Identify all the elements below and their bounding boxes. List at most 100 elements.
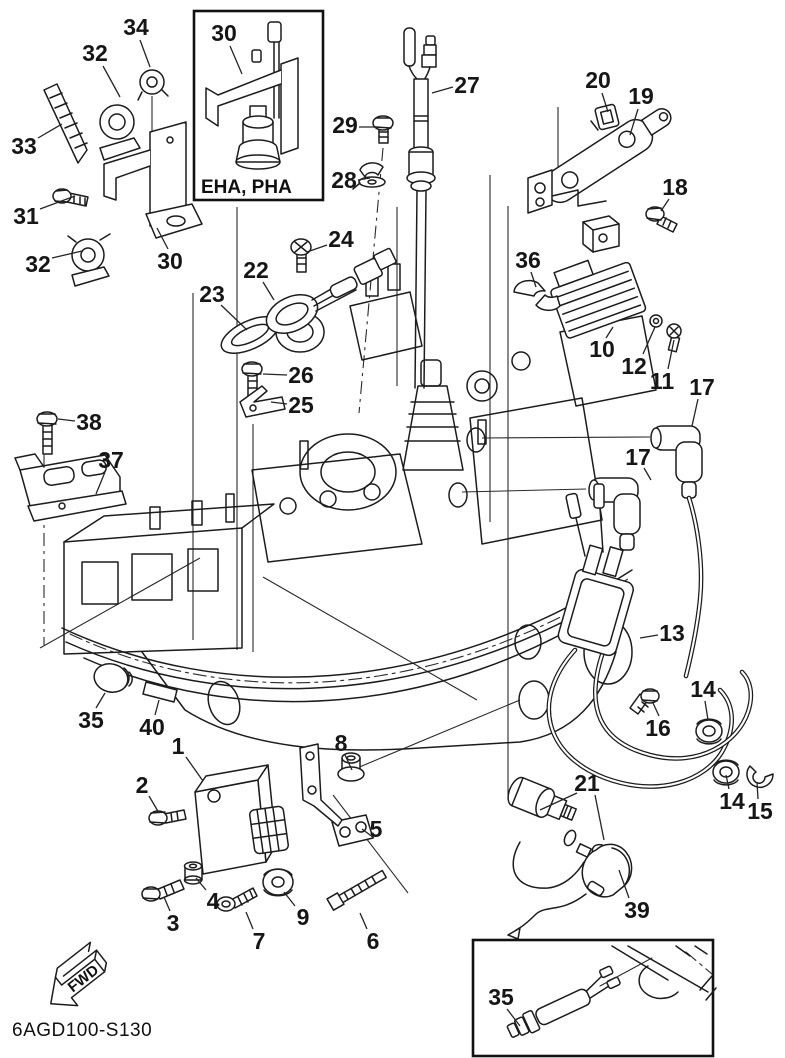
part-callout-13: 13 — [659, 620, 685, 646]
leader-line-28 — [357, 177, 371, 181]
leader-line-35 — [506, 1008, 521, 1027]
part-callout-25: 25 — [288, 392, 314, 418]
part-10-rectifier — [550, 259, 647, 339]
part-32-clamp-lower — [67, 233, 111, 287]
part-relay-cube — [582, 215, 620, 253]
leader-line-8 — [344, 754, 353, 771]
part-callout-2: 2 — [136, 772, 149, 798]
part-callout-4: 4 — [207, 888, 220, 914]
part-callout-11: 11 — [650, 368, 675, 394]
part-35-cap — [93, 663, 133, 693]
part-7-screw — [216, 887, 258, 912]
fwd-arrow: FWD — [50, 941, 108, 1007]
leader-line-17 — [643, 467, 652, 481]
leader-line-35 — [95, 692, 106, 709]
part-11-screw — [666, 323, 682, 353]
leader-line-17 — [691, 398, 699, 427]
part-callout-28: 28 — [331, 167, 357, 193]
part-callout-7: 7 — [253, 928, 266, 954]
leader-line-36 — [530, 271, 537, 288]
leader-line-20 — [601, 92, 609, 113]
part-18-bolt — [645, 206, 678, 233]
leader-line-26 — [262, 373, 288, 376]
part-callout-3: 3 — [167, 910, 180, 936]
leader-line-24 — [306, 244, 328, 253]
leader-line-15 — [756, 781, 759, 800]
part-13-ignition-coil — [557, 483, 634, 657]
part-24-screw — [290, 238, 312, 273]
part-31-bolt — [52, 188, 89, 207]
part-callout-33: 33 — [11, 133, 37, 159]
inset-eha-pha: EHA, PHA — [192, 9, 325, 202]
part-9-grommet — [262, 868, 294, 897]
part-callout-30: 30 — [157, 248, 183, 274]
leader-line-34 — [139, 39, 151, 68]
part-callout-35: 35 — [78, 707, 104, 733]
part-37-bracket — [14, 453, 127, 522]
part-callout-21: 21 — [574, 770, 600, 796]
part-callout-39: 39 — [624, 897, 650, 923]
part-callout-20: 20 — [585, 67, 611, 93]
part-14-grommet-upper — [695, 718, 723, 745]
leader-line-39 — [618, 869, 630, 899]
leader-line-32 — [51, 250, 83, 259]
part-callout-12: 12 — [621, 353, 647, 379]
leader-line-31 — [39, 195, 76, 210]
leader-line-37 — [95, 471, 106, 495]
part-callout-14: 14 — [690, 676, 716, 702]
part-callout-8: 8 — [335, 730, 348, 756]
part-callout-32: 32 — [25, 251, 51, 277]
leader-line-32 — [102, 65, 121, 98]
part-16-bolt — [629, 688, 660, 715]
part-32-clamp-upper — [99, 104, 141, 161]
part-callout-10: 10 — [589, 336, 615, 362]
leader-line-40 — [154, 699, 160, 716]
leader-line-23 — [220, 304, 248, 331]
part-callout-29: 29 — [332, 112, 358, 138]
part-callout-38: 38 — [76, 409, 102, 435]
part-15-clamp — [746, 765, 774, 789]
leader-line-21 — [594, 794, 605, 841]
leader-line-33 — [37, 123, 63, 139]
leader-line-25 — [270, 401, 288, 405]
inset-detail-35 — [471, 938, 717, 1058]
leader-line-38 — [57, 418, 76, 422]
leader-line-30 — [229, 45, 243, 75]
part-30-bracket — [103, 121, 203, 239]
leader-line-18 — [660, 198, 670, 212]
engine-line-art — [61, 263, 657, 751]
leader-line-6 — [359, 912, 368, 930]
leader-line-14 — [725, 774, 730, 790]
part-4-collar — [183, 861, 203, 885]
leader-line-5 — [361, 828, 375, 839]
leader-line-3 — [163, 896, 171, 912]
leader-line-14 — [704, 700, 709, 721]
leader-line-9 — [283, 891, 296, 907]
part-callout-23: 23 — [199, 281, 225, 307]
part-1-cdi-unit — [194, 764, 289, 875]
part-callout-22: 22 — [243, 257, 269, 283]
part-callout-34: 34 — [123, 14, 149, 40]
part-callout-30: 30 — [211, 20, 237, 46]
part-27-wire-assembly — [403, 27, 437, 389]
ht-lead-wires — [546, 495, 754, 789]
part-callout-27: 27 — [454, 72, 480, 98]
part-5-bracket — [299, 743, 374, 847]
part-callout-36: 36 — [515, 247, 541, 273]
leader-line-12 — [642, 326, 656, 355]
part-25-bracket — [239, 385, 286, 418]
leader-line-21 — [539, 792, 578, 811]
drawing-number: 6AGD100-S130 — [12, 1020, 152, 1041]
part-callout-16: 16 — [645, 715, 671, 741]
leader-line-2 — [148, 795, 160, 814]
leader-line-22 — [262, 281, 275, 301]
leader-line-11 — [667, 339, 675, 370]
part-callout-14: 14 — [719, 788, 745, 814]
part-36-clamp — [513, 279, 561, 312]
leader-line-4 — [195, 877, 207, 891]
part-callout-5: 5 — [370, 816, 383, 842]
part-callout-17: 17 — [689, 374, 715, 400]
